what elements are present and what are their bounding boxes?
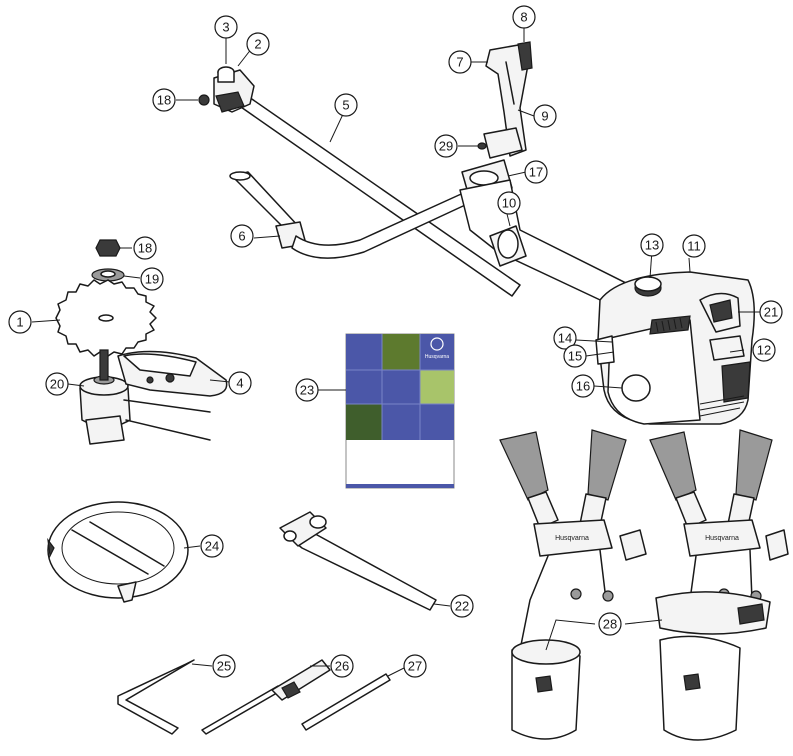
bevel-gear — [79, 349, 211, 445]
combination-spanner — [279, 511, 437, 611]
callout-1: 1 — [8, 310, 32, 334]
svg-text:4: 4 — [236, 376, 243, 391]
svg-text:18: 18 — [138, 241, 152, 256]
callout-3: 3 — [214, 15, 238, 39]
blade-nut — [95, 239, 121, 257]
svg-text:15: 15 — [568, 349, 582, 364]
callout-14: 14 — [553, 326, 577, 350]
callout-29: 29 — [434, 134, 458, 158]
svg-text:11: 11 — [687, 239, 701, 254]
callout-22: 22 — [450, 594, 474, 618]
callout-9: 9 — [533, 104, 557, 128]
svg-text:1: 1 — [16, 315, 23, 330]
svg-text:12: 12 — [757, 343, 771, 358]
screwdriver — [201, 659, 331, 735]
svg-text:25: 25 — [217, 659, 231, 674]
callout-23: 23 — [295, 378, 319, 402]
allen-key — [117, 659, 195, 735]
svg-text:18: 18 — [157, 93, 171, 108]
svg-text:16: 16 — [576, 379, 590, 394]
callout-4: 4 — [228, 371, 252, 395]
svg-text:14: 14 — [558, 331, 572, 346]
svg-text:23: 23 — [300, 383, 314, 398]
callout-10: 10 — [497, 191, 521, 215]
callout-2: 2 — [246, 32, 270, 56]
callout-27: 27 — [403, 654, 427, 678]
harness-right: Husqvarna — [649, 429, 789, 741]
handlebar — [229, 171, 477, 259]
svg-text:26: 26 — [335, 659, 349, 674]
callout-24: 24 — [200, 534, 224, 558]
svg-text:5: 5 — [342, 98, 349, 113]
svg-text:2: 2 — [254, 37, 261, 52]
svg-text:10: 10 — [502, 196, 516, 211]
callout-28: 28 — [598, 612, 622, 636]
svg-text:20: 20 — [50, 377, 64, 392]
svg-text:28: 28 — [603, 617, 617, 632]
svg-text:17: 17 — [529, 165, 543, 180]
callout-7: 7 — [448, 50, 472, 74]
callout-13: 13 — [640, 233, 664, 257]
svg-text:19: 19 — [145, 272, 159, 287]
engine-unit — [595, 271, 755, 425]
blade-guard — [117, 350, 228, 397]
callout-18-top: 18 — [152, 88, 176, 112]
svg-text:21: 21 — [764, 305, 778, 320]
callout-17: 17 — [524, 160, 548, 184]
harness-right-brand: Husqvarna — [705, 535, 739, 542]
svg-text:6: 6 — [238, 229, 245, 244]
callout-15: 15 — [563, 344, 587, 368]
svg-text:13: 13 — [645, 238, 659, 253]
saw-blade — [55, 279, 157, 357]
callout-20: 20 — [45, 372, 69, 396]
callout-8: 8 — [512, 5, 536, 29]
svg-text:27: 27 — [408, 659, 422, 674]
callout-6: 6 — [230, 224, 254, 248]
svg-text:9: 9 — [541, 109, 548, 124]
callout-16: 16 — [571, 374, 595, 398]
callout-11: 11 — [682, 234, 706, 258]
svg-text:3: 3 — [222, 20, 229, 35]
callout-21: 21 — [759, 300, 783, 324]
pin-tool — [301, 673, 391, 731]
support-cup — [91, 268, 125, 282]
svg-text:8: 8 — [520, 10, 527, 25]
callout-18-blade: 18 — [133, 236, 157, 260]
harness-left-brand: Husqvarna — [555, 535, 589, 542]
transport-guard — [47, 501, 189, 603]
svg-text:7: 7 — [456, 55, 463, 70]
svg-text:22: 22 — [455, 599, 469, 614]
callout-5: 5 — [334, 93, 358, 117]
harness-left: Husqvarna — [499, 429, 647, 740]
operators-manual: Husqvarna — [345, 333, 455, 489]
svg-text:24: 24 — [205, 539, 219, 554]
manual-brand: Husqvarna — [425, 354, 449, 360]
leader-lines — [31, 26, 760, 677]
svg-text:29: 29 — [439, 139, 453, 154]
callout-26: 26 — [330, 654, 354, 678]
callout-25: 25 — [212, 654, 236, 678]
callout-19: 19 — [140, 267, 164, 291]
throttle-handle — [461, 41, 533, 201]
callout-12: 12 — [752, 338, 776, 362]
shaft-end-clamp — [198, 66, 255, 113]
